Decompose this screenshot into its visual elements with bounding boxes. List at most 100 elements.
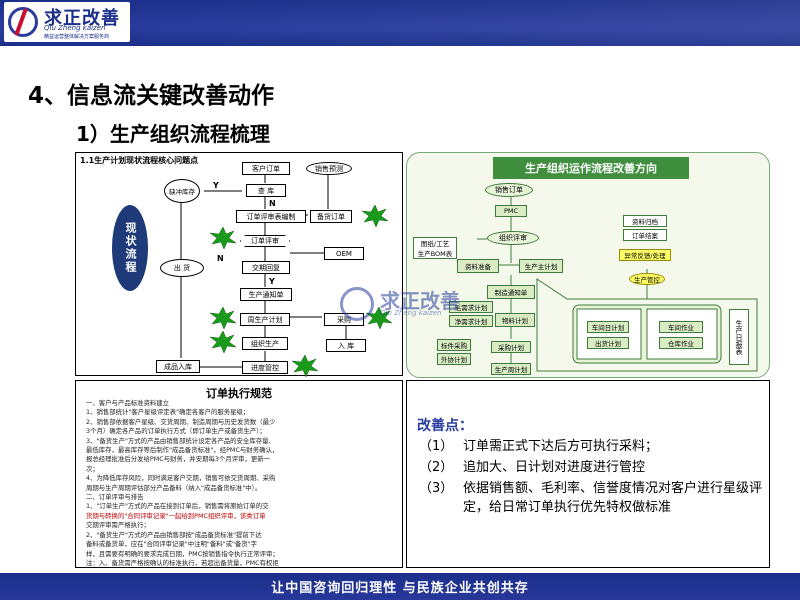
doc-line: 1、"订单生产"方式的产品在接到订单后，销售需将原始订单的交 — [86, 502, 269, 511]
item-number: （3） — [419, 481, 454, 496]
no-label-2: N — [217, 254, 224, 263]
watermark-logo: 求正改善 Qiu Zheng kaizen — [340, 285, 540, 325]
improvement-item: （3） 依据销售额、毛利率、信誉度情况对客户进行星级评定，给日常订单执行优先特权… — [419, 479, 762, 515]
node-exception-feedback: 异常反馈/处理 — [619, 249, 671, 261]
doc-line: 3个月）确定各产品的订单执行方式（即订单生产或备货生产）； — [86, 427, 266, 436]
watermark-pinyin: Qiu Zheng kaizen — [380, 309, 442, 317]
problem-star-icon — [210, 331, 236, 353]
doc-line: 一、客户与产品标准资料建立 — [86, 399, 170, 407]
node-organize-review: 组织评审 — [487, 231, 539, 245]
logo-name: 求正改善 — [44, 8, 120, 29]
node-material-plan: 物料计划 — [495, 313, 535, 327]
node-workshop-daily: 车间日计划 — [587, 321, 629, 333]
item-text: 订单需正式下达后方可执行采料； — [463, 439, 659, 454]
node-progress-control: 进度管控 — [242, 361, 288, 374]
doc-line: 2、"备货生产"方式的产品由销售部按"成品备货标准"提前下达 — [86, 530, 262, 539]
doc-line: 2、销售部依据客户星级、交货周期、制造周期与历史发货数（最少 — [86, 417, 276, 426]
node-inventory-check: 查 库 — [246, 184, 286, 197]
node-daily-report: 生产日报表 — [729, 309, 749, 365]
watermark-name: 求正改善 — [380, 289, 460, 313]
improvement-item: （2） 追加大、日计划对进度进行管控 — [419, 458, 645, 477]
problem-star-icon — [210, 307, 236, 329]
node-stock-order: 备货订单 — [310, 210, 352, 223]
node-material-need: 毛需求计划 — [449, 301, 493, 313]
page-title: 4、信息流关键改善动作 — [28, 83, 275, 109]
node-pmc: PMC — [495, 205, 527, 217]
footer-slogan: 让中国咨询回归理性 与民族企业共创共存 — [0, 573, 800, 600]
doc-line: 备料或备货单，应在"合同评审记录"中注明"备料"或"备货"字 — [86, 540, 258, 549]
watermark-ring-icon — [340, 287, 374, 321]
node-master-plan: 生产主计划 — [519, 259, 563, 273]
item-text: 追加大、日计划对进度进行管控 — [463, 460, 646, 475]
node-customer-order: 客户订单 — [242, 162, 290, 175]
doc-line: 3、"备货生产"方式的产品由销售部统计设定各产品的安全库存量、 — [86, 436, 275, 445]
status-label: 现状流程 — [112, 205, 148, 291]
node-outbound: 出 货 — [160, 259, 204, 277]
doc-line: 周期与生产周期评估部分产品备料（纳入"成品备货标准"中）。 — [86, 483, 262, 492]
node-purchase-plan: 采购计划 — [491, 341, 531, 353]
node-sales-order: 销售订单 — [485, 183, 533, 197]
node-warehouse-job: 仓库作业 — [659, 337, 703, 349]
node-oem: OEM — [324, 247, 364, 260]
section-title: 1）生产组织流程梳理 — [76, 122, 270, 146]
improvement-heading: 改善点： — [417, 418, 473, 434]
doc-line: 最低库存，最高库存等后制作"成品备货标准"，经PMC与财务确认， — [86, 446, 279, 455]
node-production-control: 生产管控 — [629, 273, 665, 285]
doc-line: 交期评审需严格执行； — [86, 521, 150, 530]
yes-label-2: Y — [269, 277, 275, 286]
logo-tagline: 精益运营整体解决方案服务商 — [44, 34, 110, 40]
document-body: 一、客户与产品标准资料建立 1、销售部统计"客户星级评定表"确定各客户的服务星级… — [86, 399, 396, 567]
yes-label: Y — [213, 181, 219, 190]
doc-line: 样，且需要有明确的要求完成日期，PMC按销售指令执行正常评审； — [86, 549, 279, 558]
item-number: （1） — [419, 439, 454, 454]
doc-line: 二、订单评审与排告 — [86, 493, 144, 502]
node-production-notice: 生产通知单 — [240, 288, 292, 301]
no-label: N — [269, 199, 276, 208]
node-order-review: 订单评审 — [240, 235, 290, 247]
item-text: 依据销售额、毛利率、信誉度情况对客户进行星级评定，给日常订单执行优先特权做标准 — [463, 481, 763, 515]
node-component-purchase: 标件采购 — [437, 339, 471, 351]
node-finished-inbound: 成品入库 — [156, 360, 200, 373]
node-outsourcing: 外协计划 — [437, 353, 471, 365]
node-inbound: 入 库 — [326, 339, 366, 352]
node-weekly-plan: 周生产计划 — [240, 313, 290, 326]
current-flow-diagram: 1.1生产计划现状流程核心问题点 现状流程 客户订单 销售预测 缺冲库存 查 库… — [75, 152, 403, 377]
node-data-archive: 资料归档 — [623, 215, 667, 227]
document-title: 订单执行规范 — [206, 387, 272, 400]
improvement-item: （1） 订单需正式下达后方可执行采料； — [419, 437, 658, 456]
current-flow-title: 1.1生产计划现状流程核心问题点 — [80, 156, 199, 165]
node-finished-stock: 缺冲库存 — [164, 179, 200, 203]
problem-star-icon — [362, 205, 388, 227]
node-manufacture-notice: 制造通知单 — [487, 285, 535, 299]
node-order-close: 订单结案 — [623, 229, 667, 241]
logo-mark-icon — [8, 7, 38, 37]
header-decoration — [130, 0, 800, 46]
node-weekly-plan: 生产周计划 — [491, 363, 531, 375]
problem-star-icon — [292, 355, 318, 377]
logo-pinyin: Qiu Zheng kaizen — [44, 24, 106, 32]
doc-line: 1、销售部统计"客户星级评定表"确定各客户的服务星级； — [86, 408, 250, 417]
node-delivery-reply: 交期回复 — [242, 261, 290, 274]
node-organize-production: 组织生产 — [242, 337, 288, 350]
problem-star-icon — [210, 227, 236, 249]
header-banner: 求正改善 Qiu Zheng kaizen 精益运营整体解决方案服务商 — [0, 0, 800, 46]
node-workshop-job: 车间作业 — [659, 321, 703, 333]
node-shipping-plan: 出货计划 — [587, 337, 629, 349]
improved-flow-title: 生产组织运作流程改善方向 — [493, 157, 689, 179]
node-order-review-form: 订单评审表编制 — [236, 210, 306, 223]
improved-flow-diagram: 生产组织运作流程改善方向 销售订单 PMC 组织评审 图纸/工艺 生产BOM表 … — [406, 152, 770, 378]
brand-logo: 求正改善 Qiu Zheng kaizen 精益运营整体解决方案服务商 — [4, 2, 130, 42]
doc-line: 货期与转换的"合同评审记录"一起给到PMC组织评审，该类订单 — [86, 511, 266, 520]
improvement-points: 改善点： （1） 订单需正式下达后方可执行采料； （2） 追加大、日计划对进度进… — [406, 380, 770, 568]
node-drawings: 图纸/工艺 生产BOM表 — [413, 237, 457, 259]
doc-line: 次； — [86, 464, 99, 473]
node-material-prep: 资料准备 — [457, 259, 499, 273]
doc-line: 注：入、备货需严格按确认的标准执行，若超出备货量，PMC有权拒 — [86, 558, 279, 567]
order-spec-document: 订单执行规范 一、客户与产品标准资料建立 1、销售部统计"客户星级评定表"确定各… — [75, 380, 403, 568]
item-number: （2） — [419, 460, 454, 475]
node-sales-forecast: 销售预测 — [306, 162, 352, 175]
doc-line: 报总经理批准后分发给PMC与财务，并安期每3个月评审，更新一 — [86, 455, 271, 464]
doc-line: 4、为降低库存风险，同时满足客户交期，销售可依交货周期、采购 — [86, 474, 276, 483]
problem-star-icon — [366, 307, 392, 329]
node-net-need: 净需求计划 — [449, 315, 493, 327]
